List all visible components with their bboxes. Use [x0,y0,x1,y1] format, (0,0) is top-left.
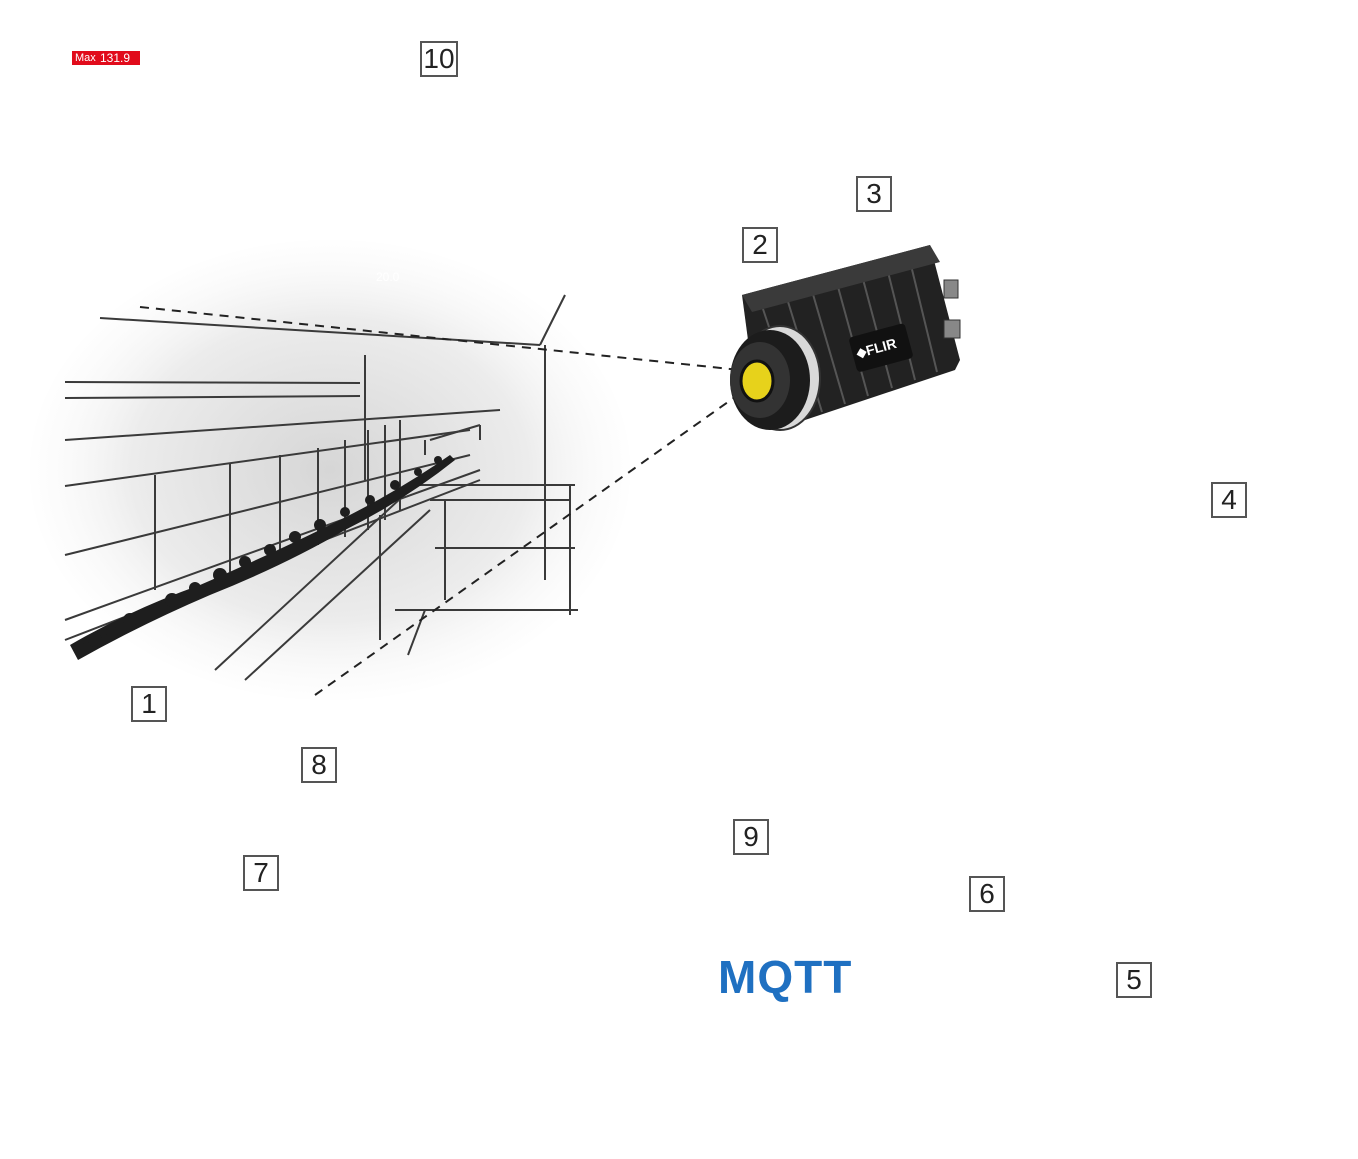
min-value: 24.6 [107,67,131,81]
max-value: 131.9 [100,51,131,65]
conveyor-scene [30,240,630,700]
thermal-camera [730,245,961,431]
unit-label: °C [152,39,165,51]
flir-diamond-icon: ⬥ [78,259,90,278]
thermal-flir-logo: ⬥FLIR [78,259,128,279]
view-lines [139,306,743,696]
center-label: Center [75,102,109,114]
callout-1: 1 [131,686,167,722]
callout-4: 4 [1211,482,1247,518]
callout-7: 7 [243,855,279,891]
max-label: Max [75,52,96,64]
callout-10: 10 [420,41,458,77]
thermal-brand-text: FLIR [89,259,128,278]
callout-9: 9 [733,819,769,855]
callout-5: 5 [1116,962,1152,998]
min-label: Min [75,68,93,80]
callout-6: 6 [969,876,1005,912]
avg-value: 37.4 [107,82,131,96]
callout-8: 8 [301,747,337,783]
top-value: 345.8 [200,38,231,52]
callout-2: 2 [742,227,778,263]
center-value: 36.0 [108,101,132,115]
max-highlight [72,51,140,65]
scale-max: 160 [377,39,398,53]
callout-3: 3 [856,176,892,212]
box-label: Box 1 [74,39,103,51]
mqtt-label: MQTT [718,951,853,1003]
avg-label: Avg [75,84,94,96]
scale-min: 20.0 [376,270,400,284]
